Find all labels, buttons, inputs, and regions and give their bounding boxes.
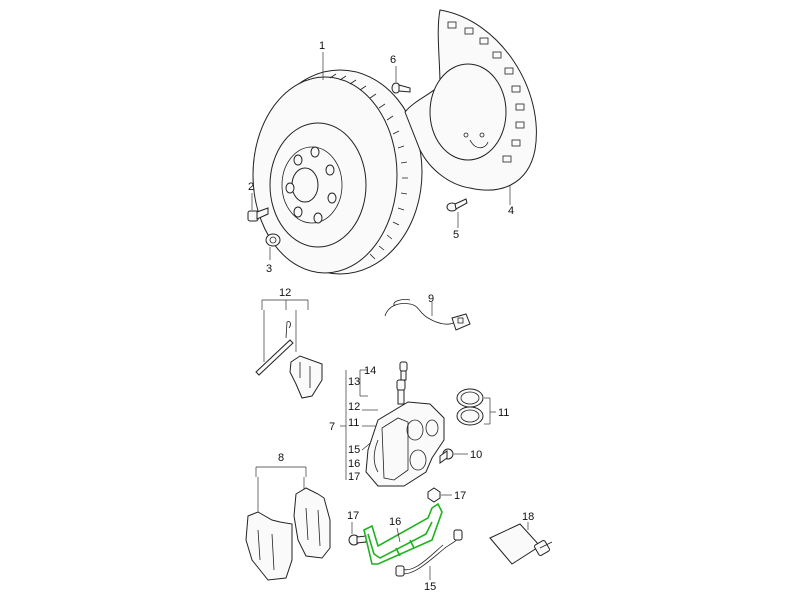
dust-shield[interactable]: [404, 9, 537, 191]
brake-line-15[interactable]: [395, 529, 463, 577]
callout-10: 10: [470, 449, 482, 461]
brake-disc[interactable]: [252, 69, 423, 275]
grease-tube-18[interactable]: [489, 523, 553, 565]
wear-sensor[interactable]: [384, 299, 471, 331]
bolt-6[interactable]: [391, 82, 411, 94]
callout-18: 18: [522, 511, 534, 523]
bolt-2[interactable]: [247, 207, 269, 222]
callout-16: 16: [389, 516, 401, 528]
group-label-11: 11: [348, 417, 359, 429]
callout-g12: 12: [279, 287, 291, 299]
seal-rings-11[interactable]: [456, 388, 484, 426]
callout-11: 11: [498, 407, 509, 419]
callout-4: 4: [508, 205, 514, 217]
callout-5: 5: [453, 229, 459, 241]
bolt-5[interactable]: [446, 198, 468, 212]
group-label-15: 15: [348, 444, 360, 456]
bolt-17-left[interactable]: [348, 534, 367, 546]
callout-14: 14: [364, 365, 376, 377]
bracket-16[interactable]: [363, 502, 443, 565]
group-label-12: 12: [348, 401, 360, 413]
bolt-17-right[interactable]: [427, 487, 441, 503]
bolt-10[interactable]: [439, 448, 454, 464]
callout-13: 13: [348, 376, 360, 388]
brake-pads-8[interactable]: [245, 477, 331, 581]
callout-6: 6: [390, 54, 396, 66]
callout-17a: 17: [347, 510, 359, 522]
callout-17b: 17: [454, 490, 466, 502]
brake-caliper[interactable]: [365, 401, 445, 487]
bleed-screw-13[interactable]: [396, 379, 406, 405]
group-label-17: 17: [348, 471, 360, 483]
callout-7: 7: [329, 421, 335, 433]
group-label-16: 16: [348, 458, 360, 470]
callout-9: 9: [428, 293, 434, 305]
bleed-valve-14[interactable]: [399, 361, 408, 381]
callout-1: 1: [319, 40, 325, 52]
pin-set-12[interactable]: [255, 310, 323, 399]
callout-2: 2: [248, 181, 254, 193]
nut-3[interactable]: [265, 233, 281, 247]
callout-8: 8: [278, 452, 284, 464]
callout-3: 3: [266, 263, 272, 275]
callout-15: 15: [424, 581, 436, 593]
